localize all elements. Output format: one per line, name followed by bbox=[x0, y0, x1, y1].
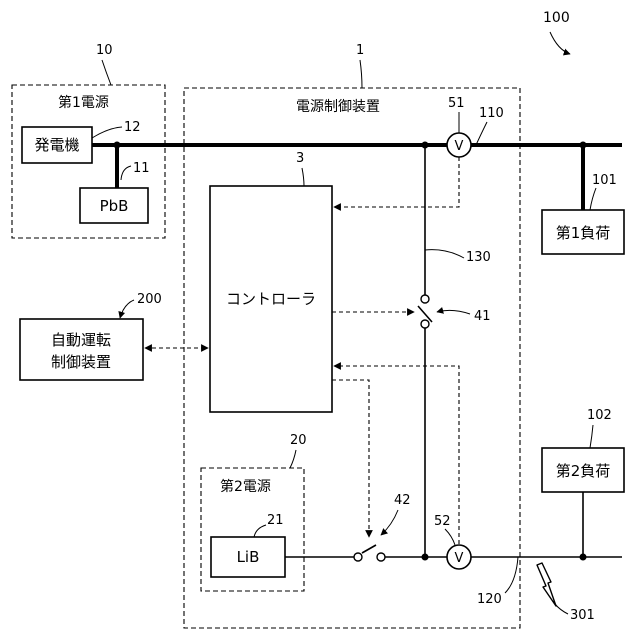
figure-number-leader bbox=[550, 32, 570, 54]
autonomous-driving-controller-line1: 自動運転 bbox=[51, 331, 111, 349]
first-load-label: 第1負荷 bbox=[556, 224, 611, 242]
first-load-ref-leader bbox=[590, 188, 596, 210]
voltmeter-1-symbol: V bbox=[455, 139, 464, 154]
second-load-label: 第2負荷 bbox=[556, 462, 611, 480]
li-battery-label: LiB bbox=[237, 548, 260, 566]
voltmeter-2-ref-leader bbox=[445, 529, 455, 545]
li-battery-ref-leader bbox=[254, 525, 266, 537]
pb-battery-label: PbB bbox=[100, 197, 129, 215]
generator-ref: 12 bbox=[124, 120, 141, 135]
pb-battery-ref: 11 bbox=[133, 161, 150, 176]
first-bus-node-load bbox=[580, 142, 587, 149]
switch-1-ref-leader bbox=[437, 310, 470, 314]
voltmeter-1-ref: 51 bbox=[448, 96, 465, 111]
controller-label: コントローラ bbox=[226, 290, 316, 308]
second-power-source-title: 第2電源 bbox=[220, 478, 271, 495]
signal-v51-to-controller bbox=[334, 157, 459, 207]
power-control-device-ref-leader bbox=[360, 60, 362, 88]
switch-1-contact-bottom bbox=[421, 320, 429, 328]
second-power-source-ref-leader bbox=[290, 450, 296, 468]
first-bus-ref: 110 bbox=[479, 106, 504, 121]
autonomous-driving-controller-line2: 制御装置 bbox=[51, 353, 111, 371]
signal-controller-to-switch-2 bbox=[332, 380, 369, 537]
second-bus-ref-leader bbox=[505, 557, 518, 593]
ground-fault-ref-leader bbox=[555, 604, 568, 614]
ground-fault-ref: 301 bbox=[570, 608, 595, 623]
first-bus-ref-leader bbox=[476, 122, 487, 145]
voltmeter-2-ref: 52 bbox=[434, 514, 451, 529]
li-battery-ref: 21 bbox=[267, 513, 284, 528]
switch-2-ref-leader bbox=[381, 510, 398, 535]
first-load-ref: 101 bbox=[592, 173, 617, 188]
first-power-source-ref-leader bbox=[102, 60, 111, 85]
first-power-source-ref: 10 bbox=[96, 43, 113, 58]
pb-battery-ref-leader bbox=[121, 166, 131, 180]
second-load-ref: 102 bbox=[587, 408, 612, 423]
switch-1-ref: 41 bbox=[474, 309, 491, 324]
switch-1-contact-top bbox=[421, 295, 429, 303]
connection-line-ref-leader bbox=[425, 250, 464, 258]
switch-2-blade bbox=[362, 545, 376, 553]
generator-label: 発電機 bbox=[34, 136, 79, 154]
power-control-device-title: 電源制御装置 bbox=[296, 99, 380, 115]
switch-2-ref: 42 bbox=[394, 493, 411, 508]
switch-2-contact-left bbox=[354, 553, 362, 561]
first-power-source-title: 第1電源 bbox=[58, 94, 109, 111]
switch-2-contact-right bbox=[377, 553, 385, 561]
power-control-device-ref: 1 bbox=[356, 43, 364, 58]
voltmeter-2-symbol: V bbox=[455, 551, 464, 566]
second-power-source-ref: 20 bbox=[290, 433, 307, 448]
controller-ref-leader bbox=[302, 168, 304, 186]
controller-ref: 3 bbox=[296, 151, 304, 166]
first-bus-node-pb bbox=[114, 142, 121, 149]
generator-ref-leader bbox=[92, 127, 122, 138]
second-bus-node-130 bbox=[422, 554, 429, 561]
second-load-ref-leader bbox=[590, 425, 593, 448]
autonomous-driving-controller-ref: 200 bbox=[137, 292, 162, 307]
connection-line-ref: 130 bbox=[466, 250, 491, 265]
autonomous-driving-controller-ref-leader bbox=[120, 300, 134, 318]
second-bus-ref: 120 bbox=[477, 592, 502, 607]
figure-number: 100 bbox=[543, 10, 570, 26]
ground-fault-lightning-icon bbox=[537, 563, 556, 606]
